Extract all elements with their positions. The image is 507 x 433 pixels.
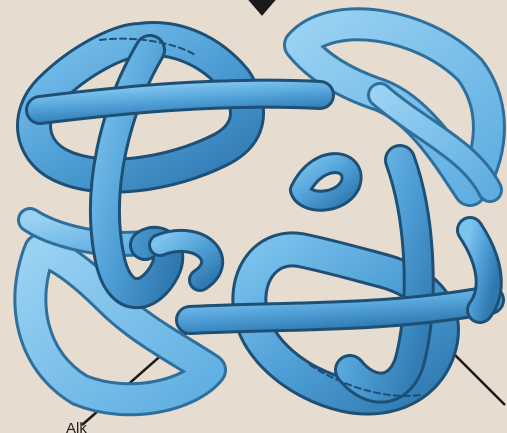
pointer-line-top <box>250 0 274 14</box>
partial-label: Alk <box>66 420 87 433</box>
dark-subunit-bottom-right <box>190 160 490 398</box>
